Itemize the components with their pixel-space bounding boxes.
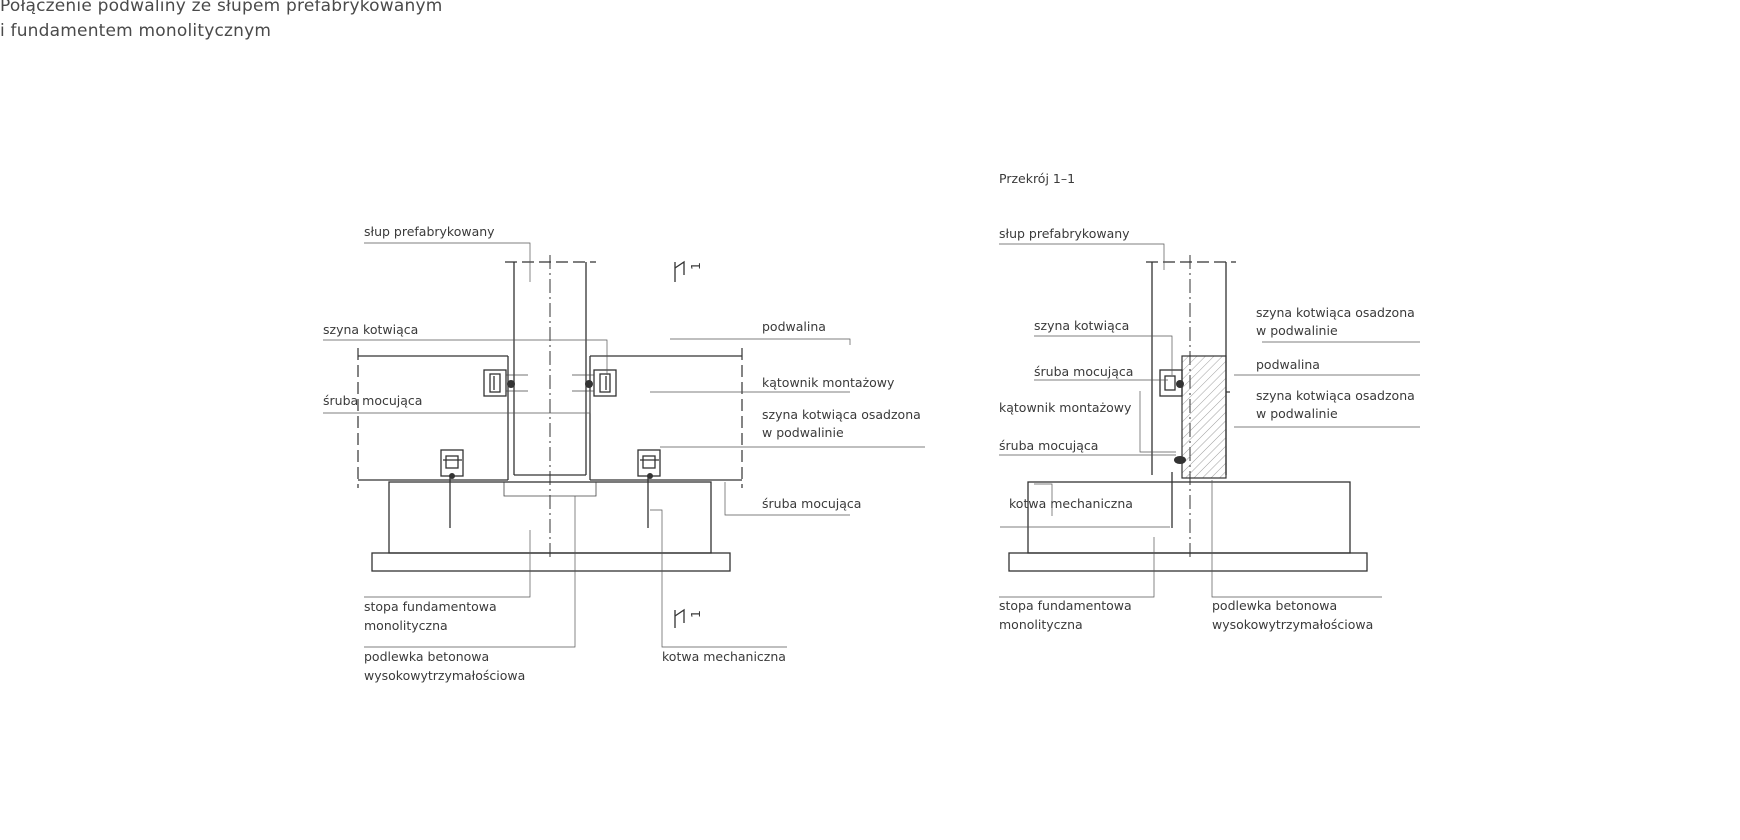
title-line-1: Połączenie podwaliny ze słupem prefabryk… [0,0,443,16]
beam-left [357,348,509,488]
label-bolt-right: śruba mocująca [762,496,861,511]
label-angle: kątownik montażowy [762,375,895,390]
section-footing-slab [1008,552,1368,572]
section-bracket-upper [1159,369,1184,397]
label-grout-1: podlewka betonowa [364,649,489,664]
section-label-angle: kątownik montażowy [999,400,1132,415]
anchor-left [440,449,464,528]
label-footing-1: stopa fundamentowa [364,599,497,614]
section-bolt-lower [1171,456,1186,528]
front-view: 1 1 słup prefabrykowany szyna kotwiąca ś… [323,224,925,683]
label-rail-embedded-2: w podwalinie [762,425,844,440]
section-label-rail-top-2: w podwalinie [1256,323,1338,338]
section-view: Przekrój 1–1 [999,171,1420,632]
section-label-rail-top-1: szyna kotwiąca osadzona [1256,305,1415,320]
label-anchor: kotwa mechaniczna [662,649,786,664]
label-bolt-left: śruba mocująca [323,393,422,408]
section-label-bolt-bottom: śruba mocująca [999,438,1098,453]
section-label-grout-1: podlewka betonowa [1212,598,1337,613]
section-label-bolt-top: śruba mocująca [1034,364,1133,379]
section-footing-pedestal [1027,481,1351,554]
label-grout-2: wysokowytrzymałościowa [364,668,525,683]
footing-pedestal [388,481,712,554]
section-label-anchor-rail: szyna kotwiąca [1034,318,1129,333]
section-label-footing-1: stopa fundamentowa [999,598,1132,613]
angle-bracket-upper-right [572,369,617,397]
section-label-anchor: kotwa mechaniczna [1009,496,1133,511]
label-beam: podwalina [762,319,826,334]
label-column: słup prefabrykowany [364,224,495,239]
section-mark-top: 1 [688,262,703,270]
drawing-title: Połączenie podwaliny ze słupem prefabryk… [0,0,443,44]
precast-column [505,255,596,560]
footing-slab [371,552,731,572]
section-heading: Przekrój 1–1 [999,171,1075,186]
section-label-rail-mid-1: szyna kotwiąca osadzona [1256,388,1415,403]
section-mark-bottom: 1 [688,610,703,618]
section-beam [1181,355,1227,479]
label-footing-2: monolityczna [364,618,448,633]
angle-bracket-upper-left [483,369,528,397]
section-label-grout-2: wysokowytrzymałościowa [1212,617,1373,632]
section-marker-bottom: 1 [674,608,703,628]
section-label-beam: podwalina [1256,357,1320,372]
section-marker-top: 1 [674,260,703,282]
grout-outline [503,482,597,497]
section-label-rail-mid-2: w podwalinie [1256,406,1338,421]
leaders-left [323,242,925,648]
anchor-right [637,449,661,528]
label-rail-embedded-1: szyna kotwiąca osadzona [762,407,921,422]
leaders-right [999,243,1420,598]
section-label-footing-2: monolityczna [999,617,1083,632]
beam-right [589,348,743,488]
section-label-column: słup prefabrykowany [999,226,1130,241]
title-line-2: i fundamentem monolitycznym [0,21,272,41]
label-anchor-rail: szyna kotwiąca [323,322,418,337]
